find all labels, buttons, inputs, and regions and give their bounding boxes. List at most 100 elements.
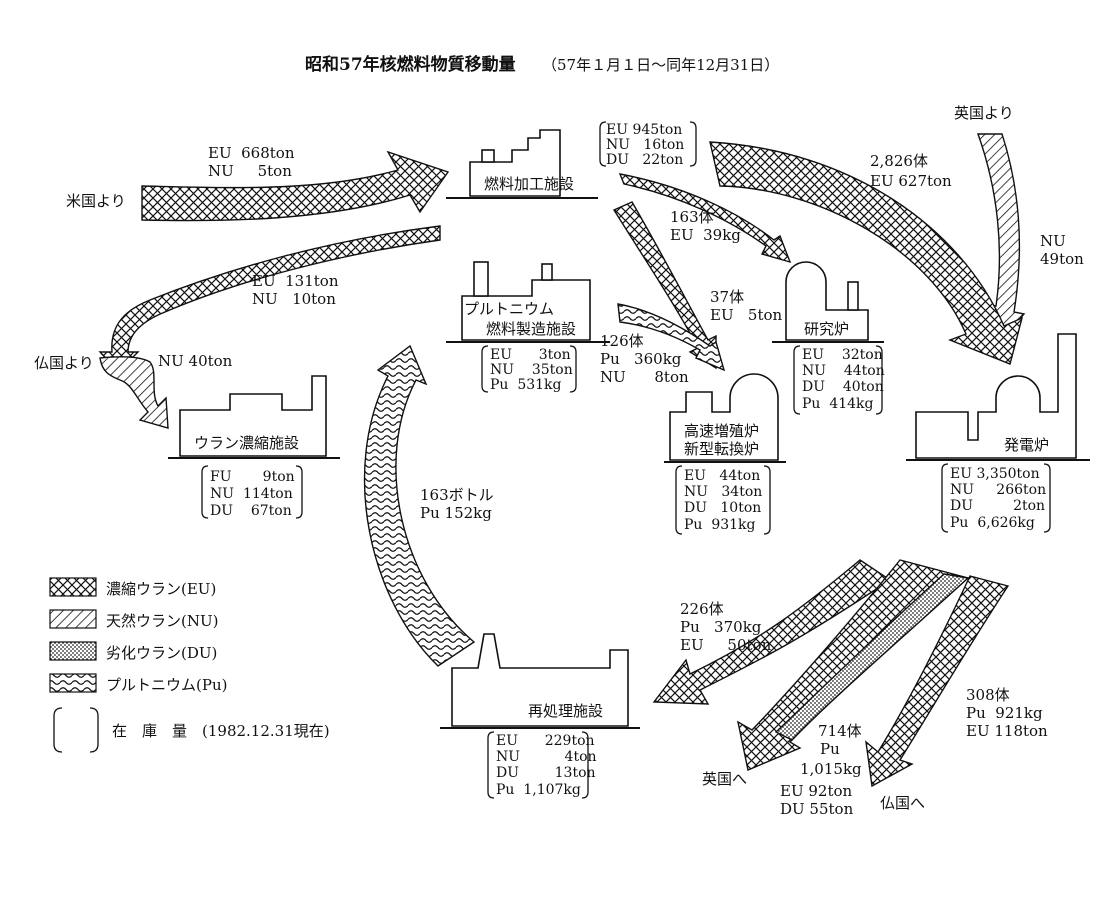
svg-text:NU 8ton: NU 8ton xyxy=(600,368,689,386)
flow-label-fuel-fbr: 37体 EU 5ton xyxy=(710,288,782,324)
legend-label-nu: 天然ウラン(NU) xyxy=(106,612,218,630)
label-from-uk: 英国より xyxy=(954,104,1014,122)
flow-label-to-uk: 714体 Pu 1,015kg EU 92ton DU 55ton xyxy=(780,722,862,818)
flow-label-power-reproc: 226体 Pu 370kg EU 50ton xyxy=(680,600,772,654)
diagram-subtitle: （57年１月１日〜同年12月31日） xyxy=(542,56,779,74)
research-reactor-label: 研究炉 xyxy=(804,320,849,338)
svg-text:NU 266ton: NU 266ton xyxy=(950,482,1046,498)
arrow-power-to-france xyxy=(865,575,1010,788)
flow-label-france-nu: NU 40ton xyxy=(158,352,233,370)
enrichment-label: ウラン濃縮施設 xyxy=(194,434,299,452)
flow-label-fuel-research: 163体 EU 39kg xyxy=(670,208,741,244)
stock-fuel-fab: EU 945ton NU 16ton DU 22ton xyxy=(599,121,697,168)
label-to-uk: 英国へ xyxy=(702,770,747,788)
svg-text:EU 668ton: EU 668ton xyxy=(208,144,295,162)
svg-text:49ton: 49ton xyxy=(1040,250,1084,268)
svg-text:1,015kg: 1,015kg xyxy=(800,760,862,778)
svg-text:NU 34ton: NU 34ton xyxy=(684,484,762,500)
stock-reproc: EU 229ton NU 4ton DU 13ton Pu 1,107kg xyxy=(487,731,597,799)
arrow-power-to-reproc xyxy=(652,559,892,705)
fuel-fabrication-label: 燃料加工施設 xyxy=(484,175,574,193)
arrow-france-nu-to-enrich xyxy=(99,356,169,429)
legend-swatch-pu xyxy=(49,673,97,693)
enrichment-facility: ウラン濃縮施設 xyxy=(168,375,340,459)
svg-text:EU 131ton: EU 131ton xyxy=(252,272,339,290)
svg-text:NU 10ton: NU 10ton xyxy=(252,290,336,308)
diagram-title: 昭和57年核燃料物質移動量 xyxy=(305,54,516,75)
label-from-us: 米国より xyxy=(66,192,126,210)
svg-text:DU 40ton: DU 40ton xyxy=(802,379,884,395)
svg-text:DU 10ton: DU 10ton xyxy=(684,500,761,516)
svg-text:EU 50ton: EU 50ton xyxy=(680,636,772,654)
svg-text:DU 22ton: DU 22ton xyxy=(606,152,683,168)
fbr-label: 高速増殖炉 xyxy=(684,422,759,440)
svg-text:DU 55ton: DU 55ton xyxy=(780,800,854,818)
label-from-france: 仏国より xyxy=(34,354,94,372)
svg-text:NU 4ton: NU 4ton xyxy=(496,749,597,765)
svg-text:2,826体: 2,826体 xyxy=(870,152,928,170)
stock-pu-fab: EU 3ton NU 35ton Pu 531kg xyxy=(481,345,577,393)
svg-text:DU 2ton: DU 2ton xyxy=(950,498,1045,514)
svg-text:EU 5ton: EU 5ton xyxy=(710,306,782,324)
stock-research: EU 32ton NU 44ton DU 40ton Pu 414kg xyxy=(793,345,885,415)
svg-text:FU 9ton: FU 9ton xyxy=(210,469,295,485)
arrow-fuel-to-research xyxy=(618,173,792,264)
flow-label-france-up: EU 131ton NU 10ton xyxy=(252,272,339,308)
arrow-us-to-fuel xyxy=(141,150,450,222)
svg-text:Pu 531kg: Pu 531kg xyxy=(490,377,562,393)
arrow-reproc-to-pufab xyxy=(363,344,476,667)
svg-text:Pu 414kg: Pu 414kg xyxy=(802,396,874,412)
reprocessing-facility: 再処理施設 xyxy=(440,633,640,729)
legend-swatch-eu xyxy=(49,577,97,597)
svg-text:NU 44ton: NU 44ton xyxy=(802,363,885,379)
reprocessing-label: 再処理施設 xyxy=(528,702,603,720)
svg-text:NU 35ton: NU 35ton xyxy=(490,362,573,378)
fbr-atr-facility: 高速増殖炉 新型転換炉 xyxy=(664,373,786,463)
svg-text:126体: 126体 xyxy=(600,332,644,350)
svg-text:Pu 370kg: Pu 370kg xyxy=(680,618,762,636)
legend-swatch-nu xyxy=(49,609,97,629)
svg-text:EU 39kg: EU 39kg xyxy=(670,226,741,244)
legend-bracket-right xyxy=(89,707,99,753)
stock-power: EU 3,350ton NU 266ton DU 2ton Pu 6,626kg xyxy=(941,463,1051,533)
svg-text:NU 5ton: NU 5ton xyxy=(208,162,292,180)
flow-label-to-france: 308体 Pu 921kg EU 118ton xyxy=(966,686,1048,740)
pu-fuel-fabrication-facility: プルトニウム 燃料製造施設 xyxy=(446,261,610,343)
svg-text:37体: 37体 xyxy=(710,288,744,306)
arrow-pufab-to-fbr xyxy=(617,303,726,372)
svg-text:EU 229ton: EU 229ton xyxy=(496,733,595,749)
svg-text:EU 627ton: EU 627ton xyxy=(870,172,952,190)
svg-text:Pu 1,107kg: Pu 1,107kg xyxy=(496,782,581,798)
research-reactor-facility: 研究炉 xyxy=(772,261,884,343)
fuel-fabrication-facility: 燃料加工施設 xyxy=(446,129,598,199)
svg-text:Pu 152kg: Pu 152kg xyxy=(420,504,492,522)
svg-text:EU 3ton: EU 3ton xyxy=(490,347,571,363)
svg-text:226体: 226体 xyxy=(680,600,724,618)
power-reactor-label: 発電炉 xyxy=(1004,436,1049,454)
svg-text:Pu 931kg: Pu 931kg xyxy=(684,517,756,533)
svg-text:NU 16ton: NU 16ton xyxy=(606,137,684,153)
svg-text:EU 44ton: EU 44ton xyxy=(684,468,760,484)
flow-label-us: EU 668ton NU 5ton xyxy=(208,144,295,180)
legend: 濃縮ウラン(EU) 天然ウラン(NU) 劣化ウラン(DU) プルトニウム(Pu)… xyxy=(49,577,330,753)
stock-fbr: EU 44ton NU 34ton DU 10ton Pu 931kg xyxy=(675,465,771,535)
atr-label: 新型転換炉 xyxy=(684,440,759,458)
legend-label-eu: 濃縮ウラン(EU) xyxy=(106,580,216,598)
power-reactor-facility: 発電炉 xyxy=(906,333,1090,461)
arrow-france-to-fuel xyxy=(98,225,441,374)
svg-text:Pu 6,626kg: Pu 6,626kg xyxy=(950,515,1035,531)
svg-text:NU 114ton: NU 114ton xyxy=(210,486,293,502)
flow-label-uk-nu: NU 49ton xyxy=(1040,232,1084,268)
stock-enrich: FU 9ton NU 114ton DU 67ton xyxy=(201,465,303,519)
du-band-to-uk xyxy=(774,573,970,741)
svg-text:163ボトル: 163ボトル xyxy=(420,486,494,504)
legend-label-pu: プルトニウム(Pu) xyxy=(106,676,227,694)
legend-bracket-left xyxy=(53,707,63,753)
legend-swatch-du xyxy=(49,641,97,661)
svg-text:NU: NU xyxy=(1040,232,1066,250)
svg-text:EU 118ton: EU 118ton xyxy=(966,722,1048,740)
svg-text:163体: 163体 xyxy=(670,208,714,226)
svg-text:Pu 360kg: Pu 360kg xyxy=(600,350,682,368)
legend-label-du: 劣化ウラン(DU) xyxy=(106,644,217,662)
